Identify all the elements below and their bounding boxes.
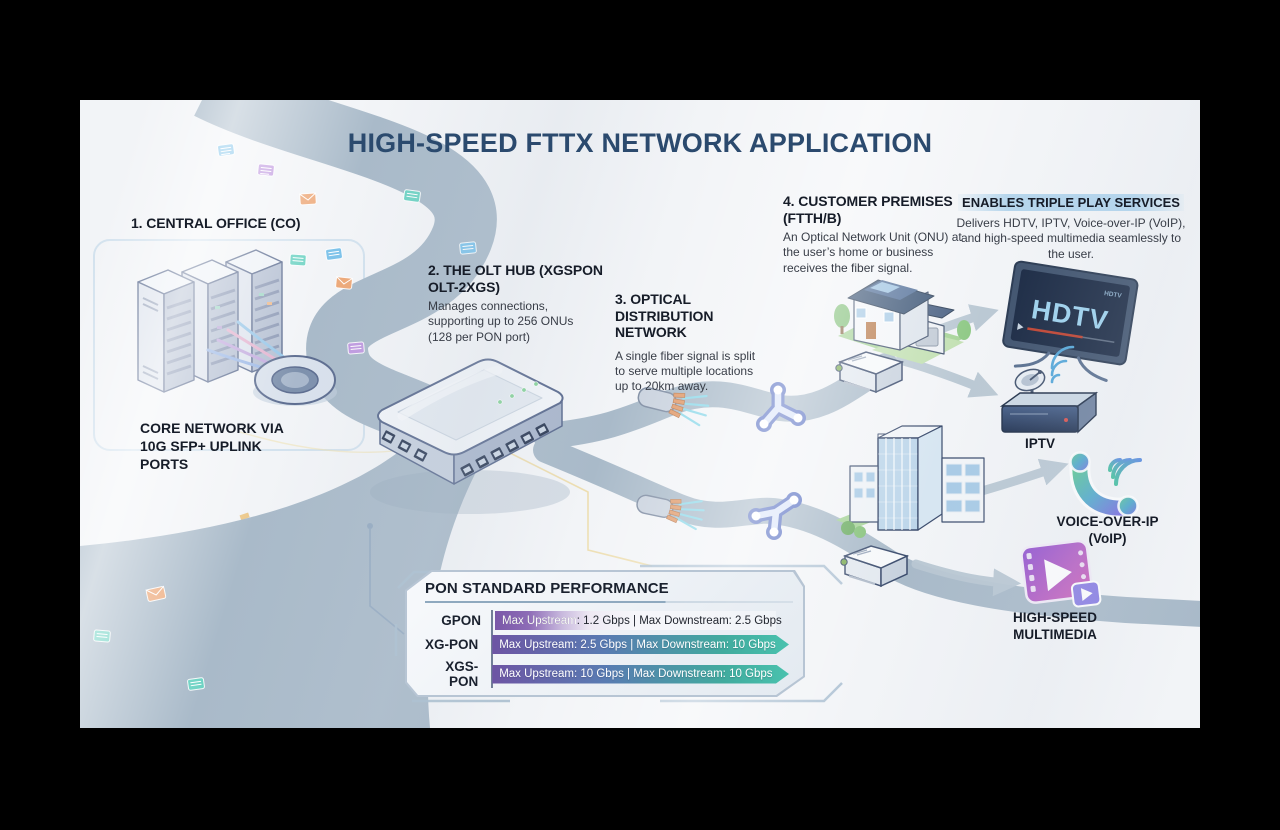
fiber-spool-icon [253,355,337,406]
iptv-receiver-icon [999,345,1099,434]
olt-status-leds [497,381,539,405]
pon-row-label: XGS-PON [445,659,479,689]
page-title: HIGH-SPEED FTTX NETWORK APPLICATION [347,128,933,158]
odn-body: A single fiber signal is split to serve … [615,348,756,394]
branch-road-upper [533,353,899,449]
office-building-icon [836,425,985,538]
optical-splitter-icon [748,492,802,540]
house-icon [834,279,971,364]
pon-row-bar: Max Upstream: 10 Gbps | Max Downstream: … [492,665,789,684]
olt-hub-body: Manages connections, supporting up to 25… [428,299,574,344]
wifi-waves-icon [1050,345,1075,384]
triple-play-heading: ENABLES TRIPLE PLAY SERVICES [958,194,1184,211]
central-office-heading: 1. CENTRAL OFFICE (CO) [131,215,301,231]
optical-splitter-icon [756,382,806,432]
panel-callout-line [367,523,405,635]
customer-premises-heading: 4. CUSTOMER PREMISES (FTTH/B) [783,193,953,226]
fiber-cable-icon [636,494,705,531]
customer-premises-body: An Optical Network Unit (ONU) at the use… [783,230,962,275]
multimedia-player-icon [1020,539,1102,608]
onu-box-icon [840,545,910,588]
multimedia-label: HIGH-SPEED MULTIMEDIA [1012,610,1097,642]
pon-row-value: Max Upstream: 10 Gbps | Max Downstream: … [499,668,773,680]
pon-rows: GPON Max Upstream: 1.2 Gbps | Max Downst… [417,611,789,689]
infographic-canvas: HDTV HDTV [80,100,1200,728]
pon-rows-separator [491,610,493,688]
voip-label: VOICE-OVER-IP (VoIP) [1056,514,1159,546]
pon-row-xgspon: XGS-PON Max Upstream: 10 Gbps | Max Down… [417,659,789,689]
core-network-label: CORE NETWORK VIA 10G SFP+ UPLINK PORTS [140,420,284,473]
onu-box-icon [835,351,905,394]
pon-row-value: Max Upstream: 1.2 Gbps | Max Downstream:… [502,614,782,627]
olt-hub-icon [370,358,570,514]
voip-phone-icon [1069,451,1142,519]
tv-corner-text: HDTV [1104,290,1123,300]
pon-row-label: XG-PON [424,637,479,652]
arrow-to-iptv [895,355,999,398]
diagram-artwork: HDTV HDTV [80,100,1200,728]
hdtv-icon: HDTV HDTV [1002,260,1139,382]
server-racks-icon [137,249,283,393]
pon-panel-title: PON STANDARD PERFORMANCE [425,580,669,597]
voip-waves-icon [1108,458,1142,486]
olt-hub-section: 2. THE OLT HUB (XGSPON OLT-2XGS) Manages… [428,262,604,345]
customer-premises-section: 4. CUSTOMER PREMISES (FTTH/B) An Optical… [783,193,975,276]
pon-row-bar: Max Upstream: 2.5 Gbps | Max Downstream:… [492,635,789,654]
odn-heading: 3. OPTICAL DISTRIBUTION NETWORK [615,291,714,341]
fiber-cable-icon [637,387,710,427]
triple-play-body: Delivers HDTV, IPTV, Voice-over-IP (VoIP… [956,216,1186,261]
pon-row-value: Max Upstream: 2.5 Gbps | Max Downstream:… [499,638,776,651]
pon-panel-rule [425,601,793,603]
odn-section: 3. OPTICAL DISTRIBUTION NETWORK A single… [615,291,771,395]
triple-play-section: ENABLES TRIPLE PLAY SERVICES Delivers HD… [955,194,1187,262]
iptv-label: IPTV [1024,436,1055,451]
olt-ports [381,423,550,477]
pon-row-xgpon: XG-PON Max Upstream: 2.5 Gbps | Max Down… [417,635,789,654]
arrow-to-multimedia [911,559,1022,597]
pon-row-bar: Max Upstream: 1.2 Gbps | Max Downstream:… [495,611,776,630]
data-packet-icons [93,143,477,691]
pon-performance-panel: PON STANDARD PERFORMANCE GPON Max Upstre… [405,570,805,697]
pon-row-label: GPON [441,613,481,628]
pon-row-gpon: GPON Max Upstream: 1.2 Gbps | Max Downst… [417,611,789,630]
olt-hub-heading: 2. THE OLT HUB (XGSPON OLT-2XGS) [428,262,603,295]
